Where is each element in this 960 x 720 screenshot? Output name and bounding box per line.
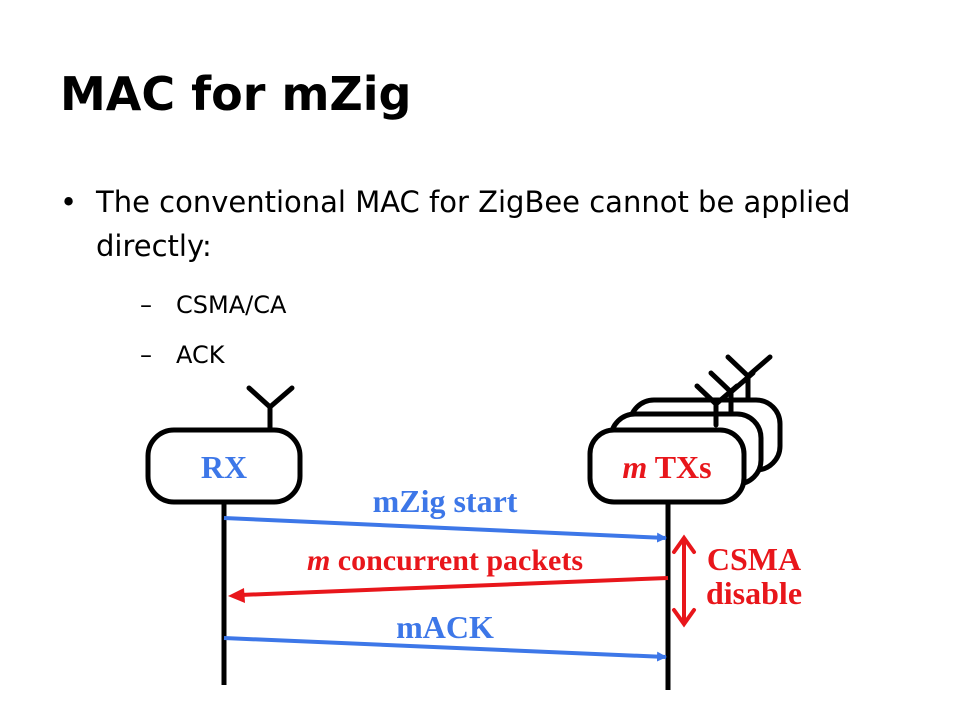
tx-label-rest: TXs — [647, 449, 711, 485]
tx-label: m TXs — [622, 449, 711, 485]
csma-disable-interval — [672, 534, 696, 628]
csma-label: CSMA — [707, 541, 801, 577]
sub-bullet-csma: – CSMA/CA — [96, 280, 920, 330]
mack-label: mACK — [396, 609, 494, 645]
mzig-start-label: mZig start — [373, 483, 518, 519]
concurrent-m: m — [307, 544, 330, 577]
concurrent-packets-label: m concurrent packets — [307, 544, 583, 577]
disable-label: disable — [706, 575, 802, 611]
sub-bullet-text: ACK — [176, 341, 225, 369]
mack-arrow — [223, 636, 667, 662]
tx-label-m: m — [622, 449, 647, 485]
bullet-list: • The conventional MAC for ZigBee cannot… — [60, 180, 920, 380]
sub-bullet-marker: – — [140, 291, 152, 319]
mzig-start-arrow — [223, 516, 667, 543]
sub-bullet-text: CSMA/CA — [176, 291, 287, 319]
concurrent-packets-arrowhead — [228, 588, 245, 603]
concurrent-rest: concurrent packets — [330, 544, 583, 577]
sub-bullet-marker: – — [140, 341, 152, 369]
bullet-marker: • — [60, 185, 78, 219]
rx-antenna-icon — [246, 385, 295, 433]
sub-bullet-list: – CSMA/CA – ACK — [96, 280, 920, 380]
sub-bullet-ack: – ACK — [96, 330, 920, 380]
bullet-item: • The conventional MAC for ZigBee cannot… — [60, 180, 920, 380]
bullet-text: The conventional MAC for ZigBee cannot b… — [96, 185, 851, 263]
slide-title: MAC for mZig — [60, 67, 412, 121]
rx-node: RX — [145, 385, 303, 505]
tx-antenna-icon-back — [694, 354, 773, 428]
rx-label: RX — [201, 449, 247, 485]
concurrent-packets-arrow — [239, 576, 669, 597]
